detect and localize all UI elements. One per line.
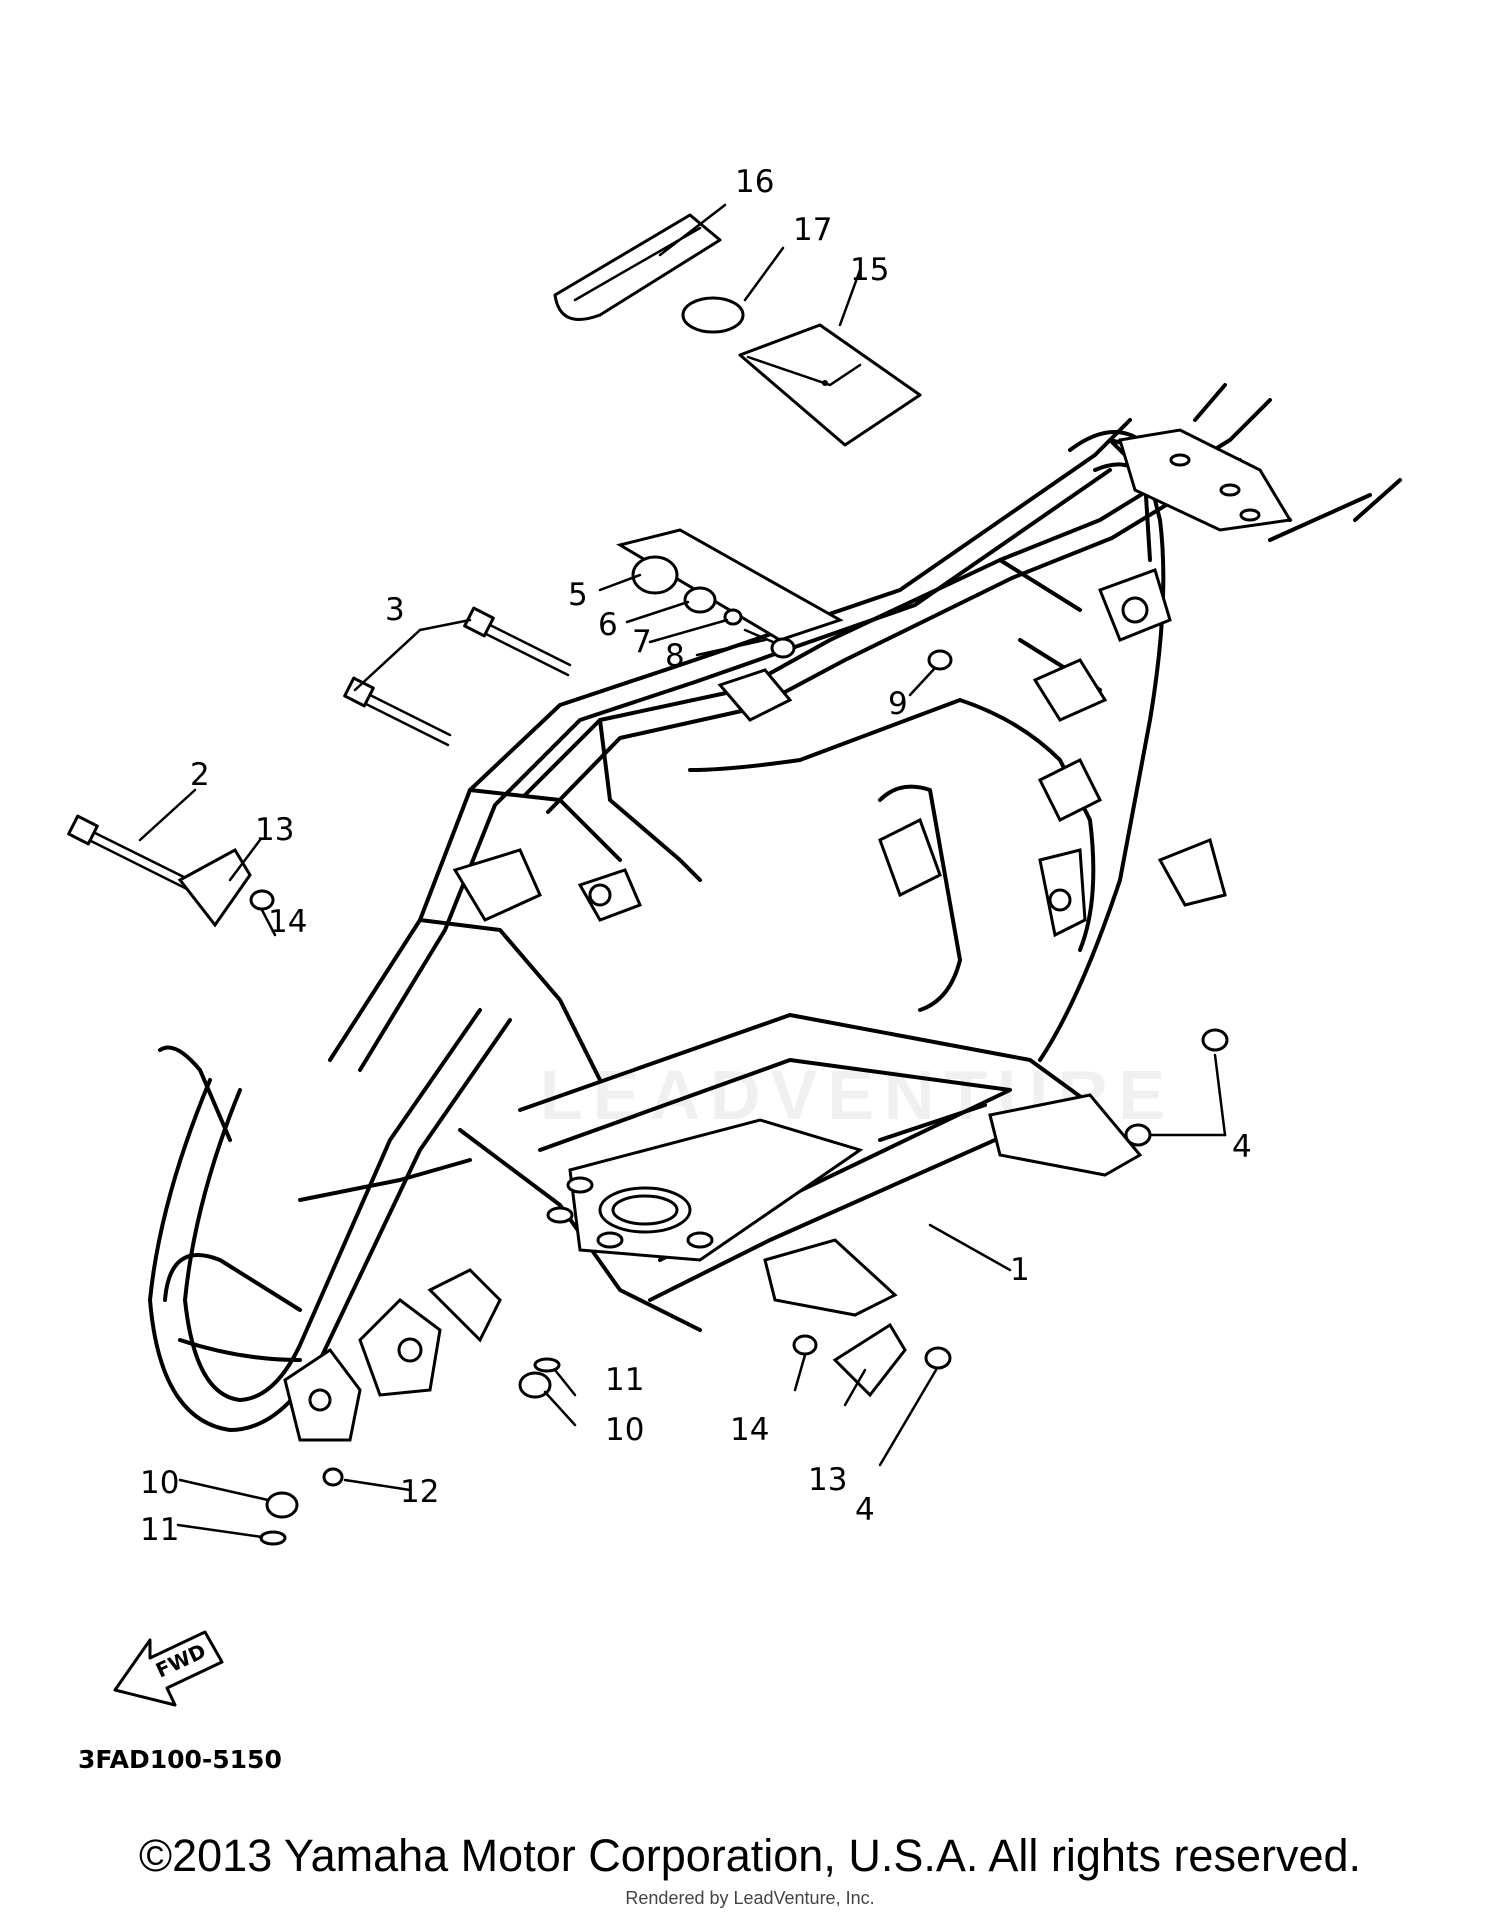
part-callouts: 1 2 3 4 4 4 5 6 7 8 9 10 10 11 11 12 13 … <box>140 164 1252 1548</box>
callout-2: 2 <box>190 757 210 793</box>
part-4-nut-a <box>1201 1028 1229 1052</box>
callout-12: 12 <box>400 1474 439 1510</box>
part-1-frame-comp <box>148 383 1402 1442</box>
callout-10-right: 10 <box>605 1412 644 1448</box>
part-13-bracket-left <box>177 847 252 928</box>
callout-15: 15 <box>850 252 889 288</box>
part-8-bolt <box>743 628 796 659</box>
part-11-collar-right <box>533 1357 561 1373</box>
fwd-arrow-icon: FWD <box>113 1630 224 1707</box>
part-3-bolt-upper <box>463 606 572 677</box>
callout-3: 3 <box>385 592 405 628</box>
callout-10-left: 10 <box>140 1465 179 1501</box>
part-17-o-ring <box>681 296 745 334</box>
part-13-bracket-right <box>832 1322 907 1398</box>
part-12-bolt <box>322 1467 344 1487</box>
callout-4-b: 4 <box>855 1492 875 1528</box>
part-4-nut-b <box>1124 1123 1152 1147</box>
callout-11-left: 11 <box>140 1512 179 1548</box>
part-3-bolt-lower <box>343 676 452 747</box>
leader-lines <box>138 203 1227 1539</box>
part-15-tool-bag <box>738 323 922 447</box>
callout-9: 9 <box>888 686 908 722</box>
diagram-code: 3FAD100-5150 <box>78 1745 282 1774</box>
callout-6: 6 <box>598 607 618 643</box>
callout-5: 5 <box>568 577 588 613</box>
part-6-bush <box>683 586 717 614</box>
callout-7: 7 <box>632 624 652 660</box>
part-4-nut-c <box>924 1346 952 1370</box>
callout-4-a: 4 <box>1232 1129 1252 1165</box>
callout-8: 8 <box>665 638 685 674</box>
part-10-damper-left <box>265 1491 299 1519</box>
callout-16: 16 <box>735 164 774 200</box>
part-9-nut <box>927 649 953 671</box>
part-5-collar <box>631 555 679 595</box>
callout-11-right: 11 <box>605 1362 644 1398</box>
callout-13-right: 13 <box>808 1462 847 1498</box>
callout-14-right: 14 <box>730 1412 769 1448</box>
copyright-notice: ©2013 Yamaha Motor Corporation, U.S.A. A… <box>138 1830 1362 1881</box>
part-7-washer <box>723 608 743 626</box>
part-10-damper-right <box>518 1371 552 1399</box>
callout-14-left: 14 <box>268 904 307 940</box>
callout-1: 1 <box>1010 1252 1030 1288</box>
part-14-bolt-right <box>792 1334 818 1356</box>
rendered-by-notice: Rendered by LeadVenture, Inc. <box>625 1888 875 1908</box>
part-11-collar-left <box>259 1530 287 1546</box>
callout-13-left: 13 <box>255 812 294 848</box>
callout-17: 17 <box>793 212 832 248</box>
